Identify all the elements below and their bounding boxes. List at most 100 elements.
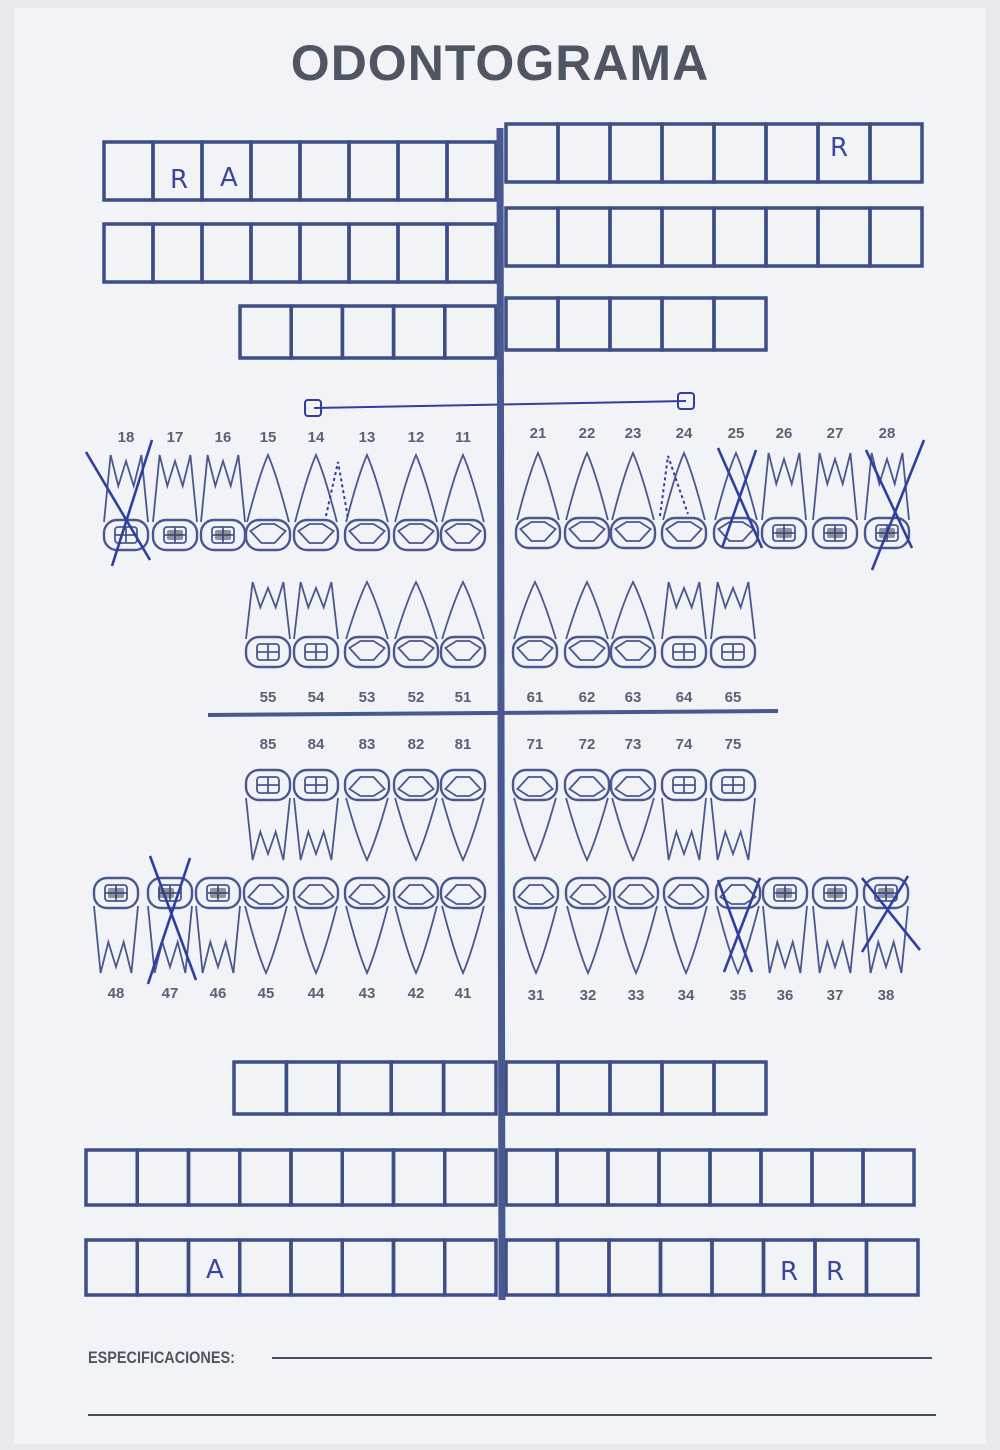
- top-box-row-3-left-cell[interactable]: [506, 298, 558, 350]
- top-box-row-1-right-cell[interactable]: [104, 142, 153, 200]
- restoration-fill: [158, 888, 174, 898]
- top-box-row-2-right-cell[interactable]: [202, 224, 251, 282]
- tooth-number-14: 14: [308, 429, 325, 446]
- bottom-box-row-3-left-cell[interactable]: [558, 1240, 610, 1295]
- top-box-row-1-left-cell[interactable]: [662, 124, 714, 182]
- top-box-row-1-right-cell[interactable]: [349, 142, 398, 200]
- top-box-row-3-left-cell[interactable]: [610, 298, 662, 350]
- top-box-row-1-left-cell[interactable]: [610, 124, 662, 182]
- top-box-row-1-right-cell[interactable]: [398, 142, 447, 200]
- bottom-box-row-1-right-cell[interactable]: [339, 1062, 391, 1114]
- bottom-box-row-3-right-cell[interactable]: [291, 1240, 342, 1295]
- tooth-25: [714, 453, 758, 548]
- top-box-row-3-right-cell[interactable]: [342, 306, 393, 358]
- bottom-box-row-3-right-cell[interactable]: [445, 1240, 496, 1295]
- bottom-box-row-3-right-cell[interactable]: [86, 1240, 137, 1295]
- bottom-box-row-2-left-cell[interactable]: [710, 1150, 761, 1205]
- specifications-line-1[interactable]: [272, 1357, 932, 1359]
- top-box-row-1-left-cell[interactable]: [714, 124, 766, 182]
- bottom-box-row-2-left-cell[interactable]: [812, 1150, 863, 1205]
- tooth-55: [246, 582, 290, 667]
- top-box-row-1-left-cell[interactable]: [558, 124, 610, 182]
- bottom-box-row-3-right-cell[interactable]: [394, 1240, 445, 1295]
- tooth-33: [614, 878, 658, 973]
- bottom-box-row-3-left-cell[interactable]: [506, 1240, 558, 1295]
- top-box-row-2-left-cell[interactable]: [610, 208, 662, 266]
- bottom-box-row-1-left-cell[interactable]: [506, 1062, 558, 1114]
- bottom-box-row-2-left-cell[interactable]: [863, 1150, 914, 1205]
- top-box-row-2-right-cell[interactable]: [251, 224, 300, 282]
- bottom-box-row-2-right-cell[interactable]: [342, 1150, 393, 1205]
- top-box-row-2-right-cell[interactable]: [398, 224, 447, 282]
- bottom-box-row-2-left-cell[interactable]: [761, 1150, 812, 1205]
- bottom-box-row-2-left-cell[interactable]: [659, 1150, 710, 1205]
- top-box-row-3-left-cell[interactable]: [714, 298, 766, 350]
- top-box-row-3-right-cell[interactable]: [394, 306, 445, 358]
- tooth-root: [442, 798, 484, 860]
- tooth-32: [566, 878, 610, 973]
- bottom-box-row-2-right-cell[interactable]: [291, 1150, 342, 1205]
- tooth-83: [345, 770, 389, 860]
- top-box-row-2-right-cell[interactable]: [153, 224, 202, 282]
- top-box-row-3-left-cell[interactable]: [662, 298, 714, 350]
- top-box-row-1-left-cell[interactable]: [506, 124, 558, 182]
- bottom-box-row-2-right-cell[interactable]: [137, 1150, 188, 1205]
- bottom-box-row-1-left-cell[interactable]: [714, 1062, 766, 1114]
- top-box-row-1-left-cell[interactable]: [870, 124, 922, 182]
- top-box-row-2-right-cell[interactable]: [104, 224, 153, 282]
- top-box-row-1-right-cell[interactable]: [300, 142, 349, 200]
- bottom-box-row-2-left-cell[interactable]: [557, 1150, 608, 1205]
- tooth-root: [346, 455, 388, 522]
- bottom-box-row-2-right-cell[interactable]: [86, 1150, 137, 1205]
- top-box-row-3-right-cell[interactable]: [240, 306, 291, 358]
- tooth-number-18: 18: [118, 429, 135, 446]
- restoration-fill: [879, 528, 895, 538]
- top-box-row-3-left-cell[interactable]: [558, 298, 610, 350]
- bottom-box-row-3-left-cell[interactable]: [867, 1240, 919, 1295]
- extraction-mark-25: [872, 440, 924, 570]
- bottom-box-row-3-right-cell[interactable]: [342, 1240, 393, 1295]
- bottom-box-row-1-left-cell[interactable]: [610, 1062, 662, 1114]
- bottom-box-row-1-left-cell[interactable]: [558, 1062, 610, 1114]
- bottom-box-row-1-right-cell[interactable]: [286, 1062, 338, 1114]
- top-box-row-2-left-cell[interactable]: [558, 208, 610, 266]
- top-box-row-3-right-cell[interactable]: [445, 306, 496, 358]
- tooth-number-22: 22: [579, 425, 596, 442]
- tooth-number-21: 21: [530, 425, 547, 442]
- tooth-44: [294, 878, 338, 973]
- bottom-box-row-1-right-cell[interactable]: [234, 1062, 286, 1114]
- top-box-row-2-left-cell[interactable]: [870, 208, 922, 266]
- bottom-box-row-2-right-cell[interactable]: [189, 1150, 240, 1205]
- top-box-row-3-right-cell[interactable]: [291, 306, 342, 358]
- top-box-row-1-right-cell[interactable]: [251, 142, 300, 200]
- tooth-21: [516, 453, 560, 548]
- top-box-row-2-left-cell[interactable]: [818, 208, 870, 266]
- tooth-61: [513, 582, 557, 667]
- top-box-row-2-left-cell[interactable]: [714, 208, 766, 266]
- top-box-row-2-right-cell[interactable]: [349, 224, 398, 282]
- top-box-row-1-right-cell[interactable]: [447, 142, 496, 200]
- top-box-row-1-left-cell[interactable]: [766, 124, 818, 182]
- specifications-line-2[interactable]: [88, 1414, 936, 1416]
- bottom-box-row-1-left-cell[interactable]: [662, 1062, 714, 1114]
- tooth-number-38: 38: [878, 987, 895, 1004]
- bottom-box-row-3-right-cell[interactable]: [137, 1240, 188, 1295]
- bottom-box-row-2-right-cell[interactable]: [445, 1150, 496, 1205]
- top-box-row-2-right-cell[interactable]: [447, 224, 496, 282]
- bottom-box-row-1-right-cell[interactable]: [391, 1062, 443, 1114]
- top-box-row-2-left-cell[interactable]: [766, 208, 818, 266]
- top-box-row-2-right-cell[interactable]: [300, 224, 349, 282]
- bottom-box-row-3-left-cell[interactable]: [712, 1240, 764, 1295]
- top-box-row-2-left-cell[interactable]: [506, 208, 558, 266]
- top-box-row-2-left-cell[interactable]: [662, 208, 714, 266]
- bottom-box-row-2-right-cell[interactable]: [240, 1150, 291, 1205]
- bottom-box-row-2-left-cell[interactable]: [506, 1150, 557, 1205]
- bottom-box-row-3-right-cell[interactable]: [240, 1240, 291, 1295]
- tooth-root: [104, 455, 148, 522]
- bottom-box-row-3-left-cell[interactable]: [609, 1240, 661, 1295]
- specifications-label: ESPECIFICACIONES:: [88, 1348, 235, 1368]
- bottom-box-row-2-left-cell[interactable]: [608, 1150, 659, 1205]
- bottom-box-row-2-right-cell[interactable]: [394, 1150, 445, 1205]
- bottom-box-row-3-left-cell[interactable]: [661, 1240, 713, 1295]
- bottom-box-row-1-right-cell[interactable]: [444, 1062, 496, 1114]
